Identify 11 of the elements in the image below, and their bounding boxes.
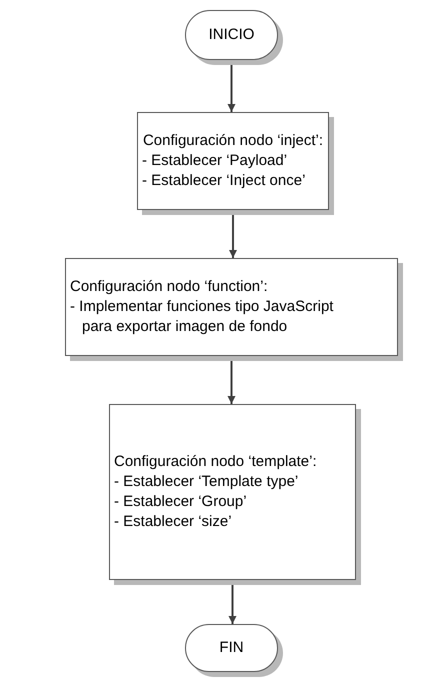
node-heading: FIN [219, 638, 244, 658]
node-heading: INICIO [208, 25, 254, 45]
node-heading: Configuración nodo ‘inject’: [142, 131, 324, 151]
list-item: - Establecer ‘Template type’ [114, 472, 300, 492]
list-item: - Establecer ‘Payload’ [142, 151, 288, 171]
list-item: - Establecer ‘Group’ [114, 492, 248, 512]
list-item: - Establecer ‘Inject once’ [142, 171, 306, 191]
node-heading: Configuración nodo ‘function’: [70, 277, 269, 297]
list-item: - Implementar funciones tipo JavaScript para exportar imagen de fondo [70, 297, 334, 337]
list-item: - Establecer ‘size’ [114, 512, 233, 532]
node-heading: Configuración nodo ‘template’: [114, 452, 318, 472]
